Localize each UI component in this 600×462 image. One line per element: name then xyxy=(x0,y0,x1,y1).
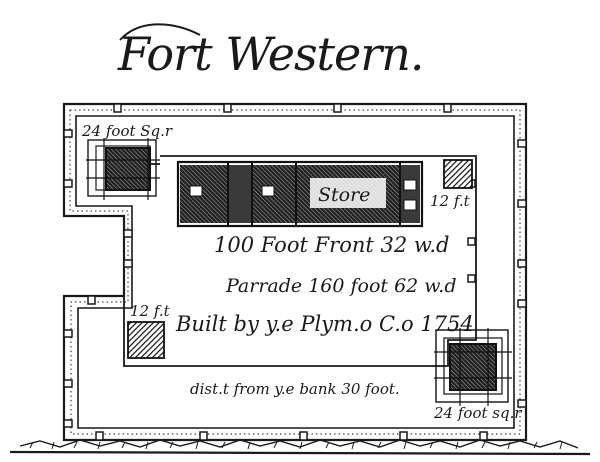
label-built-by: Built by y.e Plym.o C.o 1754 xyxy=(175,312,474,336)
wall-posts xyxy=(63,103,527,441)
outer-palisade xyxy=(62,102,528,442)
page-title: Fort Western. xyxy=(117,27,424,81)
label-front: 100 Foot Front 32 w.d xyxy=(214,233,449,257)
flanker-left xyxy=(127,321,165,359)
label-flanker-right: 12 f.t xyxy=(430,192,471,210)
blockhouse-top-left xyxy=(86,138,160,200)
label-parade: Parrade 160 foot 62 w.d xyxy=(225,275,457,297)
flanker-right xyxy=(443,159,473,189)
store-building xyxy=(176,160,424,228)
label-store: Store xyxy=(318,184,370,206)
label-distance: dist.t from y.e bank 30 foot. xyxy=(190,380,400,398)
blockhouse-bottom-right xyxy=(434,328,512,406)
label-blockhouse-bottom-right: 24 foot sq.r xyxy=(433,404,522,422)
label-blockhouse-top-left: 24 foot Sq.r xyxy=(81,122,173,140)
title-flourish xyxy=(119,23,201,41)
label-flanker-left: 12 f.t xyxy=(130,302,171,320)
ground-line xyxy=(9,439,591,456)
inner-enclosure xyxy=(123,155,477,367)
